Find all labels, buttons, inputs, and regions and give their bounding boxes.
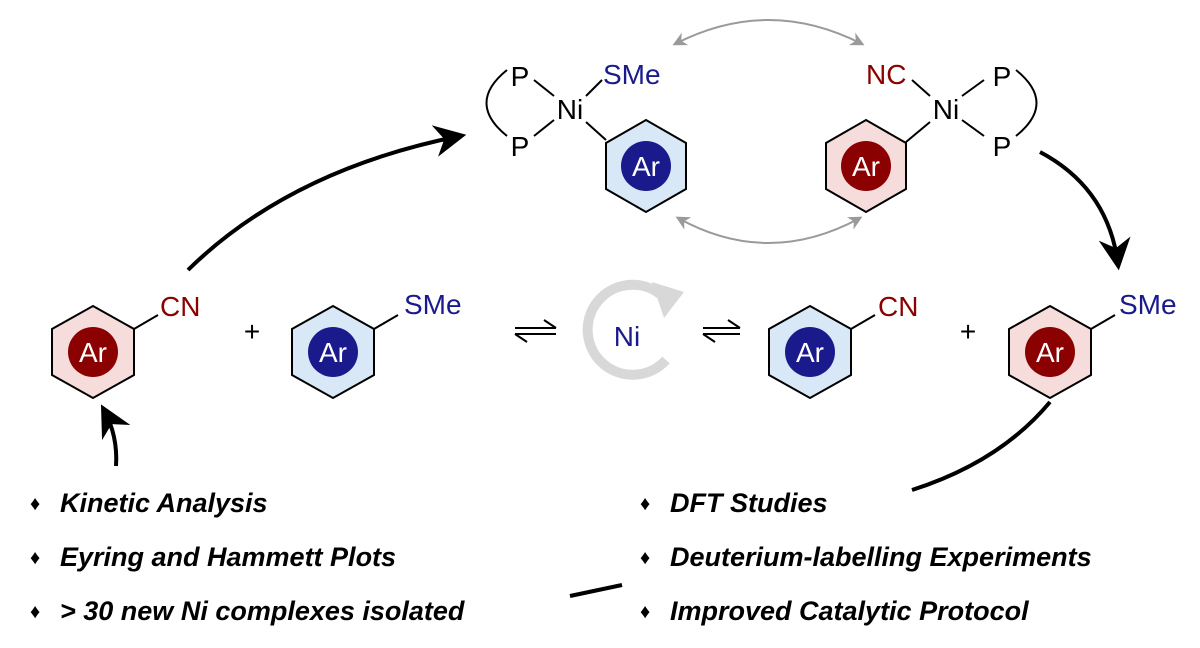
exchange-arrow-bottom <box>675 216 863 244</box>
aryl-nitrile-reactant: Ar CN <box>51 291 200 400</box>
plus-sign-right: + <box>960 316 976 347</box>
diamond-icon: ♦ <box>30 547 41 569</box>
exchange-arrow-top <box>672 19 865 46</box>
diamond-icon: ♦ <box>640 547 651 569</box>
ar-label: Ar <box>79 337 107 368</box>
bullet-text: Improved Catalytic Protocol <box>670 596 1029 626</box>
bullet-text: Kinetic Analysis <box>60 488 268 518</box>
aryl-nitrile-product: Ar CN <box>768 291 918 400</box>
studies-connector-line <box>569 583 623 598</box>
ni-catalyst-label: Ni <box>614 321 640 352</box>
aryl-thioether-reactant: Ar SMe <box>291 289 462 400</box>
bullet-list-right: ♦ DFT Studies ♦ Deuterium-labelling Experi… <box>640 482 1092 644</box>
diamond-icon: ♦ <box>640 601 651 623</box>
list-item: ♦ Deuterium-labelling Experiments <box>640 536 1092 590</box>
ni-label: Ni <box>557 94 583 125</box>
ni-label: Ni <box>933 94 959 125</box>
nickel-complex-cyanide: NC Ni P P Ar <box>825 59 1038 214</box>
ar-label: Ar <box>319 337 347 368</box>
p-label: P <box>511 131 530 162</box>
equilibrium-arrow-right <box>702 319 741 343</box>
bullet-list-left: ♦ Kinetic Analysis ♦ Eyring and Hammett Pl… <box>30 482 464 644</box>
cn-label: CN <box>160 291 200 322</box>
list-item: ♦ DFT Studies <box>640 482 1092 536</box>
bullet-text: Eyring and Hammett Plots <box>60 542 397 572</box>
list-item: ♦ Improved Catalytic Protocol <box>640 590 1092 644</box>
p-label: P <box>511 61 530 92</box>
bullet-text: > 30 new Ni complexes isolated <box>60 596 465 626</box>
sme-label: SMe <box>603 59 661 90</box>
equilibrium-arrow-left <box>514 319 557 343</box>
ar-label: Ar <box>632 151 660 182</box>
catalytic-cycle-icon <box>582 279 684 380</box>
bullet-text: Deuterium-labelling Experiments <box>670 542 1092 572</box>
reductive-elimination-arrow <box>1039 150 1131 271</box>
diamond-icon: ♦ <box>30 601 41 623</box>
diamond-icon: ♦ <box>640 493 651 515</box>
ar-label: Ar <box>852 151 880 182</box>
kinetics-arrow <box>100 404 131 467</box>
list-item: ♦ > 30 new Ni complexes isolated <box>30 590 464 644</box>
sme-label: SMe <box>1119 289 1177 320</box>
p-label: P <box>993 61 1012 92</box>
aryl-thioether-product: Ar SMe <box>1008 289 1177 400</box>
p-label: P <box>993 131 1012 162</box>
list-item: ♦ Kinetic Analysis <box>30 482 464 536</box>
sme-label: SMe <box>404 289 462 320</box>
cn-label: CN <box>878 291 918 322</box>
nickel-complex-thiolate: P P Ni SMe Ar <box>485 59 687 214</box>
oxidative-addition-arrow <box>186 125 467 272</box>
dft-connector-line <box>911 400 1052 492</box>
bullet-text: DFT Studies <box>670 488 828 518</box>
list-item: ♦ Eyring and Hammett Plots <box>30 536 464 590</box>
diamond-icon: ♦ <box>30 493 41 515</box>
plus-sign-left: + <box>244 316 260 347</box>
ar-label: Ar <box>796 337 824 368</box>
nc-label: NC <box>866 59 906 90</box>
ar-label: Ar <box>1036 337 1064 368</box>
